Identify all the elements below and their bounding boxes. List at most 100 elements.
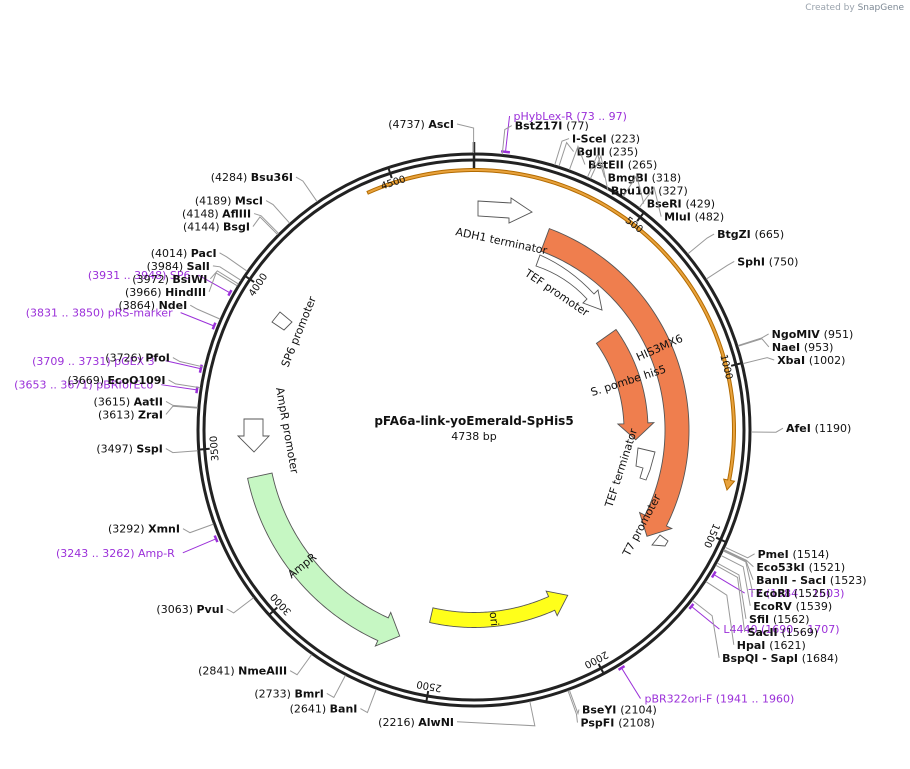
- site-xbai[interactable]: XbaI (1002): [742, 354, 846, 367]
- site-pmei[interactable]: PmeI (1514): [724, 546, 829, 561]
- feature-yoemerald[interactable]: [366, 168, 736, 491]
- site-bglii[interactable]: BglII (235): [558, 141, 638, 167]
- site-label: (3063) PvuI: [156, 603, 223, 616]
- primer-leader-line: [180, 312, 214, 327]
- site-ngomiv[interactable]: NgoMIV (951): [737, 328, 853, 347]
- site-bsiwi[interactable]: (3972) BsiWI: [132, 270, 239, 286]
- primer-l4440[interactable]: L4440 (1690 .. 1707): [688, 603, 840, 636]
- feature-his3mx6[interactable]: [540, 228, 690, 537]
- site-leader-line: [189, 304, 221, 320]
- site-sphi[interactable]: SphI (750): [706, 255, 798, 280]
- site-mlui[interactable]: MluI (482): [638, 186, 724, 224]
- site-hpai[interactable]: HpaI (1621): [705, 581, 806, 652]
- site-leader-line: [750, 427, 784, 433]
- tick-label-1000: 1000: [717, 353, 734, 380]
- site-label: BanII - SacI (1523): [756, 574, 866, 587]
- site-label: (2733) BmrI: [254, 687, 323, 700]
- site-ndei[interactable]: (3864) NdeI: [119, 299, 221, 320]
- site-ecorv[interactable]: EcoRV (1539): [720, 555, 832, 613]
- site-label: (4144) BsgI: [183, 221, 250, 234]
- t7-promoter-arrow[interactable]: [651, 534, 669, 547]
- primer-pbrforeco[interactable]: (3653 .. 3671) pBRforEco: [14, 379, 199, 394]
- primer-amp-r[interactable]: (3243 .. 3262) Amp-R: [56, 535, 219, 560]
- site-label: (2841) NmeAIII: [198, 665, 287, 678]
- site-pspfi[interactable]: PspFI (2108): [567, 690, 655, 730]
- site-label: BstZ17I (77): [515, 120, 589, 133]
- site-leader-line: [705, 581, 735, 645]
- ampr-promoter-label: AmpR promoter: [273, 386, 301, 475]
- site-sspi[interactable]: (3497) SspI: [96, 443, 198, 456]
- site-label: Eco53kI (1521): [756, 561, 845, 574]
- site-pvui[interactable]: (3063) PvuI: [156, 597, 254, 616]
- site-bmri[interactable]: (2733) BmrI: [254, 675, 346, 700]
- tick-4500: [387, 167, 393, 179]
- sp6-promoter-arrow[interactable]: [271, 311, 293, 331]
- primer-mark: [211, 322, 217, 330]
- site-eco53ki[interactable]: Eco53kI (1521): [723, 549, 845, 574]
- site-sfii[interactable]: SfiI (1562): [716, 562, 810, 626]
- site-label: SfiI (1562): [749, 613, 810, 626]
- site-label: I-SceI (223): [572, 133, 640, 146]
- feature-ori[interactable]: [429, 590, 569, 628]
- feature-s-pombe-his5[interactable]: [595, 328, 656, 441]
- site-bstz17i[interactable]: BstZ17I (77): [501, 120, 589, 155]
- site-xmni[interactable]: (3292) XmnI: [108, 523, 214, 536]
- site-zrai[interactable]: (3613) ZraI: [98, 405, 198, 421]
- site-sacii[interactable]: SacII (1569): [715, 564, 818, 639]
- primer-prs-marker[interactable]: (3831 .. 3850) pRS-marker: [26, 307, 217, 330]
- site-leader-line: [501, 125, 513, 155]
- site-leader-line: [208, 272, 238, 292]
- site-label: (3984) SalI: [147, 260, 210, 273]
- site-label: SacII (1569): [748, 626, 818, 639]
- site-leader-line: [567, 690, 578, 723]
- site-btgzi[interactable]: BtgZI (665): [687, 228, 784, 255]
- site-bsgi[interactable]: (4144) BsgI: [183, 216, 279, 235]
- site-bmgbi[interactable]: BmgBI (318): [586, 153, 682, 185]
- primer-pbr322ori-f[interactable]: pBR322ori-F (1941 .. 1960): [617, 665, 795, 706]
- site-label: Bpu10I (327): [611, 185, 688, 198]
- site-hindiii[interactable]: (3966) HindIII: [125, 272, 238, 299]
- site-aatii[interactable]: (3615) AatII: [94, 395, 198, 408]
- site-label: HpaI (1621): [737, 639, 806, 652]
- site-leader-line: [692, 599, 720, 658]
- site-afliii[interactable]: (4148) AflIII: [182, 208, 280, 234]
- small-features: ADH1 terminator TEF promoter TEF termina…: [236, 197, 669, 559]
- site-nmeaiii[interactable]: (2841) NmeAIII: [198, 654, 313, 678]
- site-leader-line: [289, 654, 313, 676]
- site-bseyi[interactable]: BseYI (2104): [568, 689, 657, 717]
- primer-mark: [617, 665, 626, 671]
- site-leader-line: [706, 261, 735, 280]
- site-alwni[interactable]: (2216) AlwNI: [378, 701, 536, 729]
- adh1-terminator-arrow[interactable]: [477, 197, 533, 224]
- site-i-scei[interactable]: I-SceI (223): [554, 133, 640, 166]
- site-ecori[interactable]: EcoRI (1525): [723, 550, 830, 600]
- site-paci[interactable]: (4014) PacI: [151, 247, 248, 272]
- site-pfoi[interactable]: (3726) PfoI: [105, 352, 205, 368]
- site-bani[interactable]: (2641) BanI: [290, 688, 377, 716]
- site-banii-saci[interactable]: BanII - SacI (1523): [723, 549, 867, 587]
- site-sali[interactable]: (3984) SalI: [147, 260, 242, 281]
- site-bseri[interactable]: BseRI (429): [622, 174, 715, 211]
- site-bspqi-sapi[interactable]: BspQI - SapI (1684): [692, 599, 838, 665]
- site-leader-line: [182, 523, 214, 534]
- site-ecoo109i[interactable]: (3669) EcoO109I: [67, 374, 201, 389]
- tef-promoter-arrow[interactable]: [535, 254, 603, 311]
- primer-sp6[interactable]: (3931 .. 3948) SP6: [88, 269, 233, 297]
- site-label: BmgBI (318): [608, 172, 682, 185]
- feature-ampr[interactable]: [247, 472, 401, 647]
- site-asci[interactable]: (4737) AscI: [388, 118, 475, 154]
- site-naei[interactable]: NaeI (953): [737, 338, 833, 354]
- site-leader-line: [737, 338, 770, 348]
- tef-terminator-arrow[interactable]: [635, 447, 656, 481]
- site-label: EcoRV (1539): [753, 600, 832, 613]
- site-bpu10i[interactable]: Bpu10I (327): [589, 154, 688, 198]
- site-leader-line: [720, 555, 751, 606]
- site-afei[interactable]: AfeI (1190): [750, 422, 851, 435]
- site-msci[interactable]: (4189) MscI: [195, 195, 291, 224]
- site-bsu36i[interactable]: (4284) Bsu36I: [211, 171, 318, 202]
- ampr-promoter-arrow[interactable]: [236, 418, 271, 453]
- site-leader-line: [165, 405, 198, 415]
- site-label: MluI (482): [664, 211, 724, 224]
- site-leader-line: [265, 200, 291, 224]
- site-label: (3613) ZraI: [98, 408, 163, 421]
